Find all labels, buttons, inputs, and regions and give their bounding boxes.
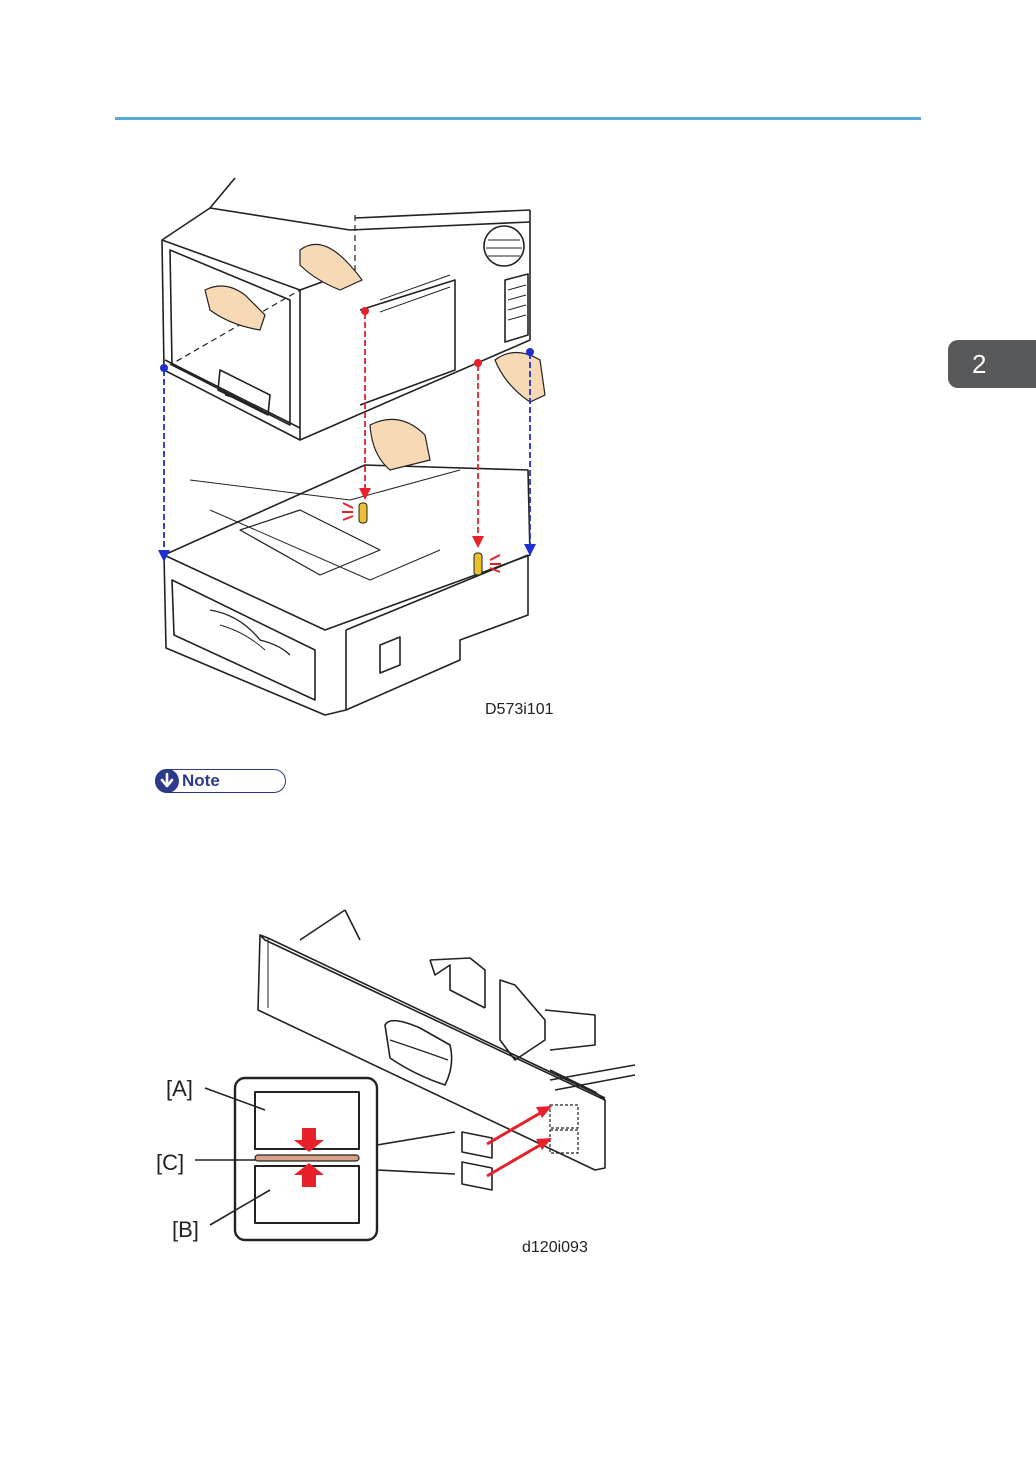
figure2-id-label: d120i093 [522, 1239, 588, 1257]
header-rule [115, 117, 921, 120]
tray-decal-illustration [150, 900, 650, 1270]
chapter-tab[interactable]: 2 [948, 340, 1036, 388]
note-label: Note [182, 771, 220, 791]
down-arrow-circle-icon [155, 769, 179, 793]
chapter-number: 2 [972, 349, 986, 379]
install-machine-illustration [150, 170, 570, 730]
note-badge: Note [155, 769, 286, 793]
callout-c: [C] [156, 1150, 184, 1176]
callout-b: [B] [172, 1217, 199, 1243]
callout-a: [A] [166, 1076, 193, 1102]
figure1-id-label: D573i101 [485, 701, 554, 719]
